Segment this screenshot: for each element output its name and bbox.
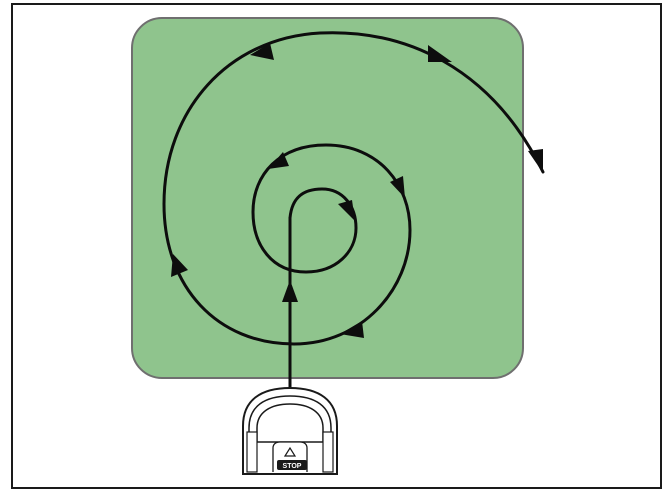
mower-left-panel	[247, 432, 257, 472]
mower-stop-label: STOP	[283, 463, 302, 470]
mower-right-panel	[323, 432, 333, 472]
mower-top-cover	[257, 404, 323, 442]
lawn-area	[132, 18, 523, 378]
robotic-mower-icon: STOP	[243, 388, 337, 474]
